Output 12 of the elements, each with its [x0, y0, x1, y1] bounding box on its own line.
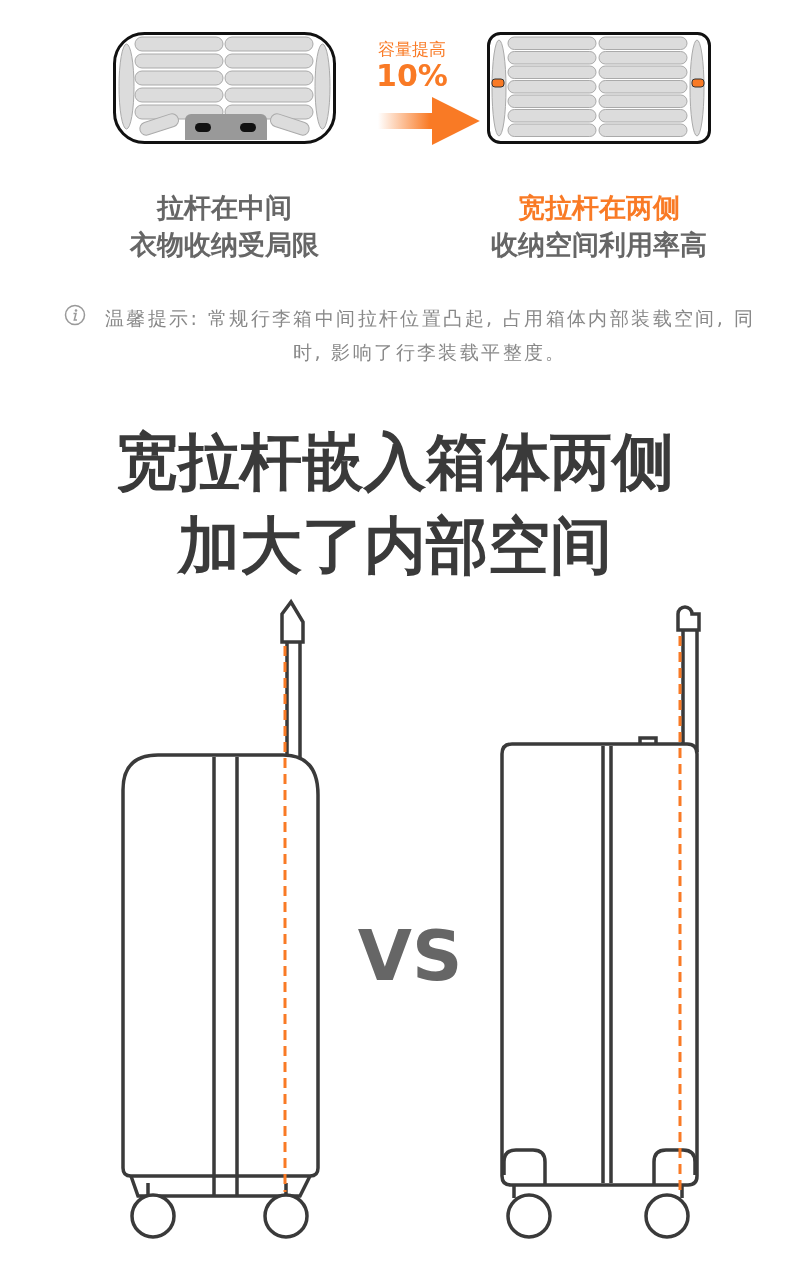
node-label: 衣物收纳受局限 [128, 228, 320, 262]
node-label: 宽拉杆在两侧 [517, 191, 681, 225]
note: 温馨提示: 常规行李箱中间拉杆位置凸起, 占用箱体内部装载空间, 同时, 影响了行李装载平整度。 [103, 306, 757, 365]
title: 宽拉杆嵌入箱体两侧加大了内部空间 [115, 424, 675, 584]
arrow-label: 容量提高 [377, 38, 447, 61]
suitcase-section-drawing [113, 32, 336, 144]
arrow-label: 10% [375, 58, 449, 93]
node-label: 拉杆在中间 [155, 191, 293, 225]
vs-label: VS [356, 915, 464, 997]
suitcase-section-drawing [487, 32, 711, 144]
arrow [378, 97, 480, 145]
node-label: 收纳空间利用率高 [490, 228, 708, 262]
